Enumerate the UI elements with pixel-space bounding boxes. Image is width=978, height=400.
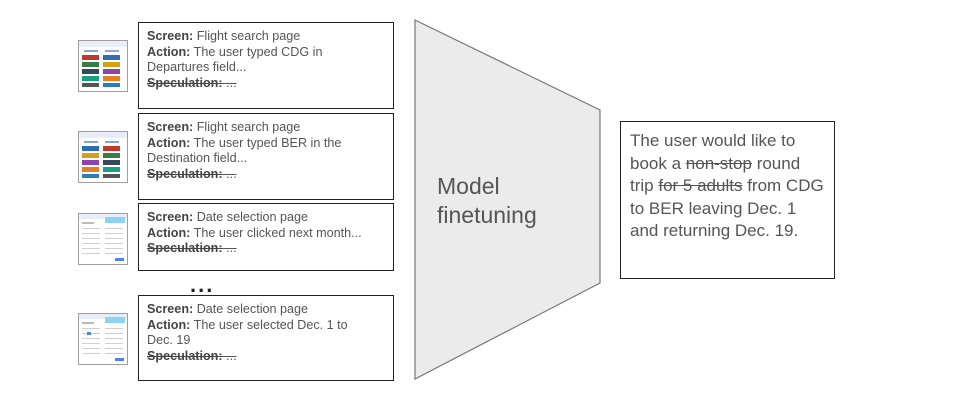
speculation-label: Speculation: — [147, 75, 223, 90]
screen-value: Date selection page — [196, 210, 309, 224]
output-intent-box: The user would like to book a non-stop r… — [620, 121, 835, 279]
speculation-value: ... — [226, 75, 237, 90]
speculation-label: Speculation: — [147, 241, 223, 256]
flight-search-screenshot-thumbnail-2 — [78, 131, 128, 183]
screen-value: Date selection page — [196, 302, 309, 316]
model-finetuning-label: Model finetuning — [437, 172, 537, 230]
step-card-4: Screen: Date selection page Action: The … — [138, 295, 394, 381]
action-value-line-1: The user clicked next month... — [193, 225, 362, 240]
speculation-value: ... — [226, 241, 237, 256]
date-selection-screenshot-thumbnail-2 — [78, 313, 128, 365]
date-selection-screenshot-thumbnail-1 — [78, 213, 128, 265]
model-label-line-2: finetuning — [437, 202, 537, 228]
step-card-2: Screen: Flight search page Action: The u… — [138, 113, 394, 200]
screen-label: Screen: — [147, 210, 194, 224]
action-value-line-1: The user typed CDG in — [193, 44, 323, 59]
screen-label: Screen: — [147, 120, 194, 134]
speculation-label: Speculation: — [147, 166, 223, 181]
action-label: Action: — [147, 135, 191, 150]
ellipsis: ... — [190, 272, 215, 297]
model-funnel-shape — [414, 19, 601, 380]
output-text-part-5: from CDG to BER leaving Dec. 1 and retur… — [630, 176, 824, 240]
action-value-line-2: Destination field... — [147, 151, 248, 166]
speculation-value: ... — [226, 348, 237, 363]
step-card-1: Screen: Flight search page Action: The u… — [138, 22, 394, 109]
screen-value: Flight search page — [196, 29, 301, 43]
output-struck-nonstop: non-stop — [685, 153, 752, 173]
output-text-part-1: The user would like to book a — [630, 131, 796, 173]
output-text-part-3: round trip — [630, 153, 801, 196]
action-label: Action: — [147, 225, 191, 240]
action-value-line-1: The user selected Dec. 1 to — [193, 317, 348, 332]
action-value-line-2: Departures field... — [147, 60, 247, 75]
screen-value: Flight search page — [196, 120, 301, 134]
action-label: Action: — [147, 317, 191, 332]
speculation-label: Speculation: — [147, 348, 223, 363]
model-label-line-1: Model — [437, 173, 500, 199]
screen-label: Screen: — [147, 29, 194, 43]
flight-search-screenshot-thumbnail-1 — [78, 40, 128, 92]
action-value-line-1: The user typed BER in the — [193, 135, 342, 150]
action-value-line-2: Dec. 19 — [147, 333, 191, 348]
screen-label: Screen: — [147, 302, 194, 316]
speculation-value: ... — [226, 166, 237, 181]
action-label: Action: — [147, 44, 191, 59]
step-card-3: Screen: Date selection page Action: The … — [138, 203, 394, 271]
output-struck-adults: for 5 adults — [658, 176, 743, 195]
